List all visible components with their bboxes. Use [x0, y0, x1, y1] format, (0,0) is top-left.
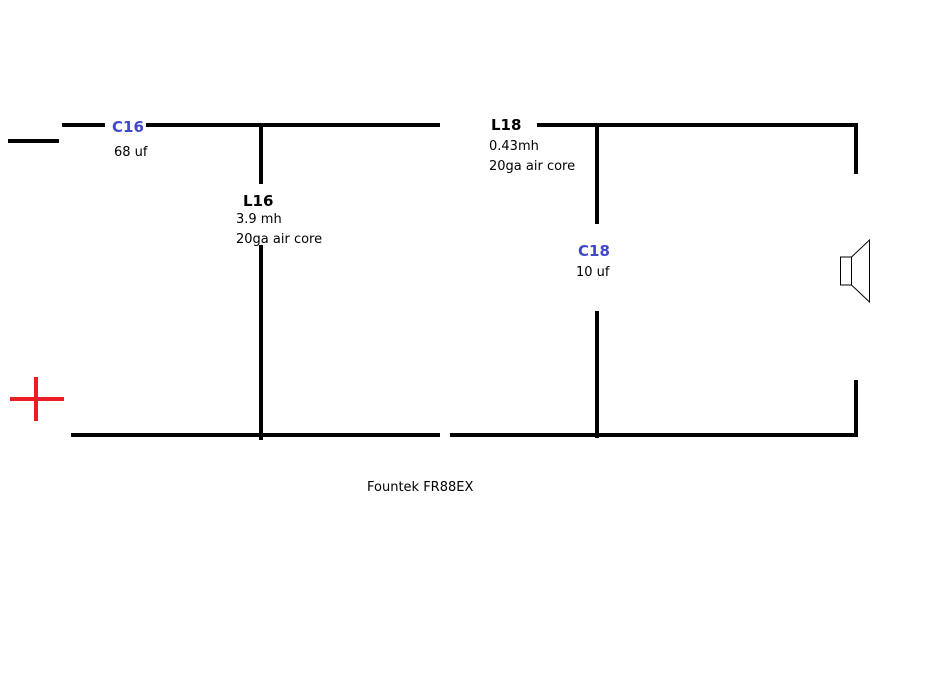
l16-wire-upper [259, 125, 263, 184]
l18-value: 0.43mh [489, 139, 539, 154]
c18-wire-upper [595, 125, 599, 224]
minus-icon [8, 139, 59, 143]
l18-wire-spec: 20ga air core [489, 159, 576, 174]
top-wire-after-l18 [537, 123, 858, 127]
driver-wire-bottom [854, 380, 858, 437]
c18-wire-lower [595, 311, 599, 438]
driver-model-label: Fountek FR88EX [367, 480, 474, 495]
l16-value: 3.9 mh [236, 212, 282, 227]
bottom-wire-left [71, 433, 440, 437]
plus-icon-vertical [34, 377, 38, 421]
driver-wire-top [854, 123, 858, 174]
l16-label: L16 [243, 192, 274, 210]
top-wire-left [62, 123, 105, 127]
top-wire-main [146, 123, 440, 127]
c16-value: 68 uf [114, 145, 148, 160]
plus-icon [10, 377, 64, 421]
c18-value: 10 uf [576, 265, 610, 280]
speaker-icon [840, 238, 870, 304]
l16-wire-lower [259, 245, 263, 440]
bottom-wire-right [450, 433, 858, 437]
l18-label: L18 [491, 116, 522, 134]
c18-label: C18 [578, 242, 610, 260]
l16-wire-spec: 20ga air core [236, 232, 323, 247]
c16-label: C16 [112, 118, 144, 136]
